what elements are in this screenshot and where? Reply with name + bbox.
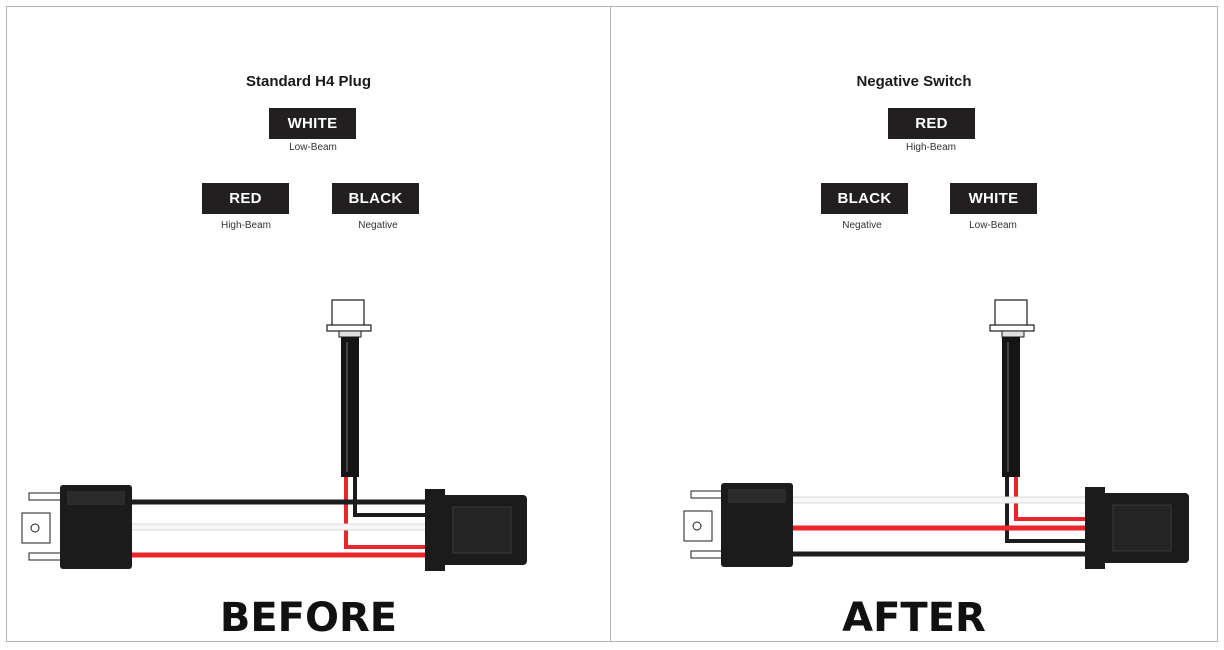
- before-right-wire-function: Negative: [358, 220, 398, 231]
- before-wire-sleeve: [341, 337, 359, 477]
- before-switch-collar: [326, 324, 372, 332]
- before-panel: Standard H4 Plug WHITE Low-Beam RED High…: [6, 6, 611, 642]
- after-title: Negative Switch: [856, 73, 972, 90]
- before-top-wire-label: WHITE: [269, 108, 356, 139]
- after-switch-collar: [989, 324, 1035, 332]
- before-harness-diagram: [21, 299, 527, 571]
- before-pin-top: [28, 492, 65, 501]
- before-black-branch-wire: [353, 477, 432, 517]
- before-left-plug: [60, 485, 132, 569]
- after-left-wire-function: Negative: [842, 220, 882, 231]
- after-left-wire-label: BLACK: [821, 183, 908, 214]
- before-pin-bottom: [28, 552, 65, 561]
- after-harness-diagram: [683, 299, 1189, 569]
- before-top-wire-function: Low-Beam: [289, 142, 337, 153]
- before-switch-ring: [338, 330, 362, 338]
- after-top-wire-label: RED: [888, 108, 975, 139]
- before-title: Standard H4 Plug: [245, 73, 372, 90]
- before-switch-connector: [331, 299, 365, 327]
- after-pin-middle: [683, 510, 713, 542]
- before-left-wire-function: High-Beam: [220, 220, 272, 231]
- before-right-wire-label: BLACK: [332, 183, 419, 214]
- after-right-wire-label: WHITE: [950, 183, 1037, 214]
- after-switch-connector: [994, 299, 1028, 327]
- after-top-wire-function: High-Beam: [905, 142, 957, 153]
- after-panel: Negative Switch RED High-Beam BLACK Nega…: [610, 6, 1218, 642]
- after-pin-top: [690, 490, 727, 499]
- before-red-branch-wire: [344, 477, 432, 549]
- before-caption: BEFORE: [219, 595, 398, 641]
- after-caption: AFTER: [842, 595, 986, 641]
- after-black-branch-wire: [1005, 477, 1089, 543]
- after-red-branch-wire: [1014, 477, 1089, 521]
- after-pin-bottom: [690, 550, 727, 559]
- after-right-wire-function: Low-Beam: [969, 220, 1017, 231]
- after-wire-sleeve: [1002, 337, 1020, 477]
- before-left-wire-label: RED: [202, 183, 289, 214]
- after-left-plug: [721, 483, 793, 567]
- after-switch-ring: [1001, 330, 1025, 338]
